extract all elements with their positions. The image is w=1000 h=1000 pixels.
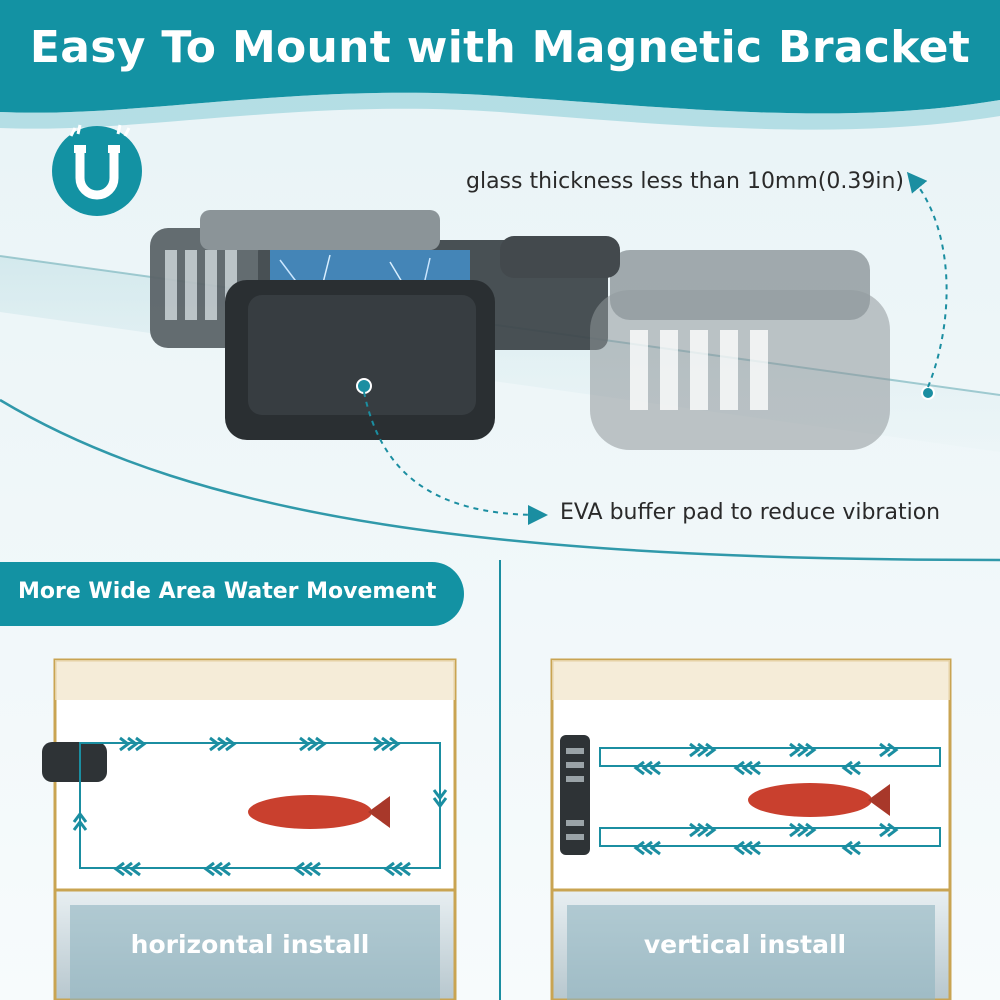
eva-pad-callout: EVA buffer pad to reduce vibration (560, 500, 941, 525)
horizontal-tank (42, 658, 457, 1000)
vertical-install-label: vertical install (643, 930, 847, 959)
section-title: More Wide Area Water Movement (18, 579, 437, 604)
horizontal-install-label: horizontal install (130, 930, 370, 959)
vertical-tank (550, 658, 952, 1000)
magnet-icon (52, 124, 142, 216)
glass-thickness-callout: glass thickness less than 10mm(0.39in) (466, 169, 905, 194)
page-title: Easy To Mount with Magnetic Bracket (29, 22, 971, 73)
header-band (0, 0, 1000, 114)
section-banner: More Wide Area Water Movement (0, 562, 464, 626)
